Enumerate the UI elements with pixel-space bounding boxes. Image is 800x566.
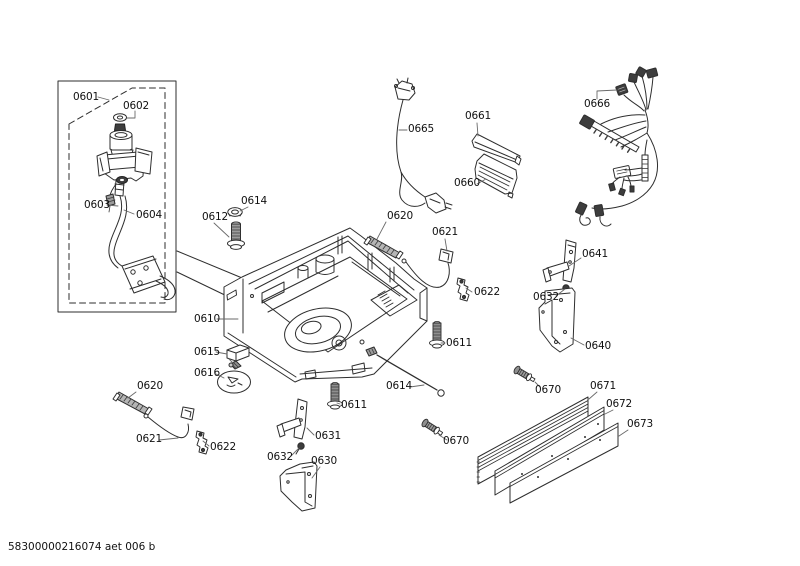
panel-0673-art [509,422,619,504]
bracket-0630-art [279,461,318,512]
screw-0611-right-art [429,320,445,349]
panel-0672-art [494,406,605,496]
part-label-0614-bottom: 0614 [386,380,412,392]
part-label-0620-top: 0620 [387,210,413,222]
document-number: 58300000216074 aet 006 b [8,541,156,553]
module-0660-art [474,153,518,199]
part-label-0611-right: 0611 [446,337,472,349]
part-label-0660: 0660 [454,177,480,189]
power-cord-0665-art [394,77,453,214]
part-label-0640: 0640 [585,340,611,352]
part-label-0602: 0602 [123,100,149,112]
part-label-0641: 0641 [582,248,608,260]
part-0616-art [217,370,251,394]
harness-0666-art [575,66,659,227]
bracket-0622-bottom-art [195,430,209,455]
part-label-0611-bottom: 0611 [341,399,367,411]
part-label-0615: 0615 [194,346,220,358]
part-label-0612: 0612 [202,211,228,223]
part-label-0621-bottom: 0621 [136,433,162,445]
part-label-0603: 0603 [84,199,110,211]
part-0615-art [226,344,250,370]
screw-0670-right-art [512,364,537,385]
base-assembly-art [223,227,428,383]
part-label-0630: 0630 [311,455,337,467]
part-label-0666: 0666 [584,98,610,110]
part-label-0610: 0610 [194,313,220,325]
part-label-0670-right: 0670 [535,384,561,396]
leader-lines [97,89,629,479]
cable-0621-top-art [401,248,454,288]
screw-0670-left-art [420,417,445,438]
nut-0614-art [227,207,243,217]
bracket-0641-art [542,239,577,283]
part-label-0614-top: 0614 [241,195,267,207]
rod-0614-art [365,346,445,397]
part-label-0621-top: 0621 [432,226,458,238]
screw-0612-art [227,221,245,250]
cable-0621-bottom-art [143,406,195,439]
inset-locator-lines [176,250,248,299]
part-label-0671: 0671 [590,380,616,392]
part-label-0616: 0616 [194,367,220,379]
bracket-0631-art [276,398,308,440]
aquastop-inset-art [57,80,177,313]
cover-0661-art [471,133,522,166]
part-label-0620-bottom: 0620 [137,380,163,392]
part-label-0604: 0604 [136,209,162,221]
rail-0620-bottom-art [112,391,153,416]
fastener-0632-bottom-art [295,442,305,455]
part-label-0672: 0672 [606,398,632,410]
part-label-0622-top: 0622 [474,286,500,298]
part-label-0632-right: 0632 [533,291,559,303]
part-label-0665: 0665 [408,123,434,135]
part-label-0631: 0631 [315,430,341,442]
part-label-0661: 0661 [465,110,491,122]
part-label-0670-left: 0670 [443,435,469,447]
part-label-0673: 0673 [627,418,653,430]
rail-0620-top-art [363,235,404,260]
part-label-0622-bottom: 0622 [210,441,236,453]
part-label-0601: 0601 [73,91,99,103]
bracket-0622-top-art [456,277,470,302]
part-label-0632-bottom: 0632 [267,451,293,463]
